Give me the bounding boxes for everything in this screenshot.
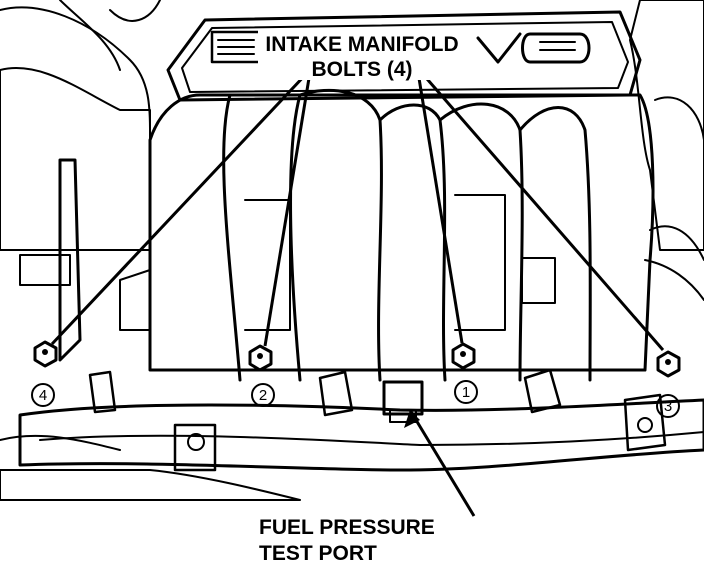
test-port-leader-line	[404, 409, 476, 517]
svg-text:3: 3	[664, 398, 672, 415]
test-port-callout: FUEL PRESSURE TEST PORT	[259, 516, 435, 564]
bolt-1	[451, 342, 476, 370]
svg-text:2: 2	[259, 387, 267, 404]
bolts-callout-line1: INTAKE MANIFOLD	[265, 33, 458, 56]
bolt-number-2: 2	[251, 383, 275, 407]
bolt-number-3: 3	[656, 394, 680, 418]
bolt-2	[248, 344, 273, 372]
right-emblem-icon	[476, 32, 591, 64]
manifold-body	[19, 88, 655, 382]
bolts-callout: INTAKE MANIFOLD BOLTS (4)	[258, 30, 466, 81]
bolts-callout-line2: BOLTS (4)	[311, 58, 412, 81]
bolt-4	[33, 340, 58, 368]
svg-text:1: 1	[462, 384, 470, 401]
svg-text:4: 4	[39, 387, 47, 404]
bolt-number-1: 1	[454, 380, 478, 404]
bolt-leader-lines	[50, 70, 665, 351]
fuel-rail	[18, 368, 704, 472]
bolt-3	[656, 350, 681, 378]
bolt-number-4: 4	[31, 383, 55, 407]
test-port-callout-line2: TEST PORT	[259, 542, 377, 564]
test-port-callout-line1: FUEL PRESSURE	[259, 516, 435, 539]
